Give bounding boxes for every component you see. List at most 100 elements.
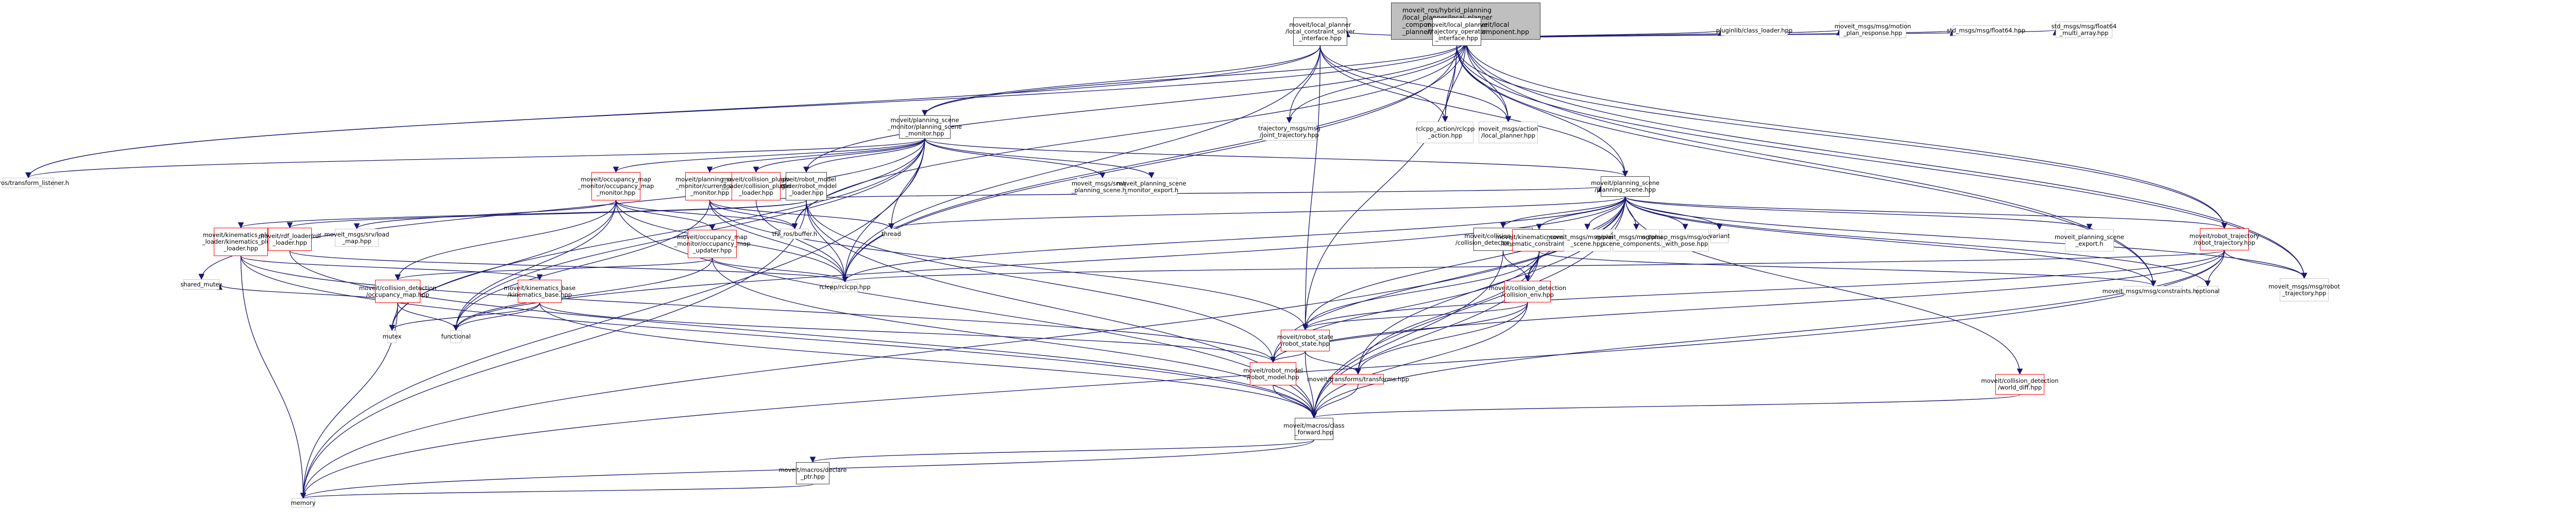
edge-ps-to-pscmsg — [1624, 196, 1639, 230]
node-buffer[interactable]: tf2_ros/buffer.h — [772, 229, 817, 239]
edge-omm-to-om — [395, 200, 617, 281]
edge-rt-to-rclcpp — [842, 250, 2225, 283]
node-constraints[interactable]: moveit_msgs/msg/constraints.hpp — [2103, 286, 2204, 296]
edge-kb-to-cf — [539, 302, 1317, 419]
node-lp_action[interactable]: moveit_msgs/action /local_planner.hpp — [1479, 122, 1538, 143]
node-transforms[interactable]: moveit/transforms/transforms.hpp — [1307, 374, 1409, 384]
node-kpl[interactable]: moveit/kinematics_plugin _loader/kinemat… — [202, 228, 279, 256]
node-cpl[interactable]: moveit/collision_plugin _loader/collisio… — [722, 172, 790, 200]
node-rt[interactable]: moveit/robot_trajectory /robot_trajector… — [2190, 228, 2259, 250]
edge-ps-to-functional — [453, 196, 1626, 331]
node-mutex[interactable]: mutex — [383, 330, 401, 343]
node-loadmap[interactable]: moveit_msgs/srv/load _map.hpp — [325, 229, 389, 247]
node-label: octomap_msgs/msg/octomap _with_pose.hpp — [1641, 233, 1729, 247]
node-dp[interactable]: moveit/macros/declare _ptr.hpp — [778, 462, 847, 484]
edge-psm-to-cpl — [753, 138, 925, 173]
node-label: moveit/occupancy_map _monitor/occupancy_… — [674, 233, 751, 254]
node-label: moveit_msgs/msg/robot _trajectory.hpp — [2268, 282, 2340, 297]
edge-rs-to-cf — [1304, 351, 1317, 419]
node-rml[interactable]: moveit/robot_model _loader/robot_model _… — [776, 172, 837, 200]
node-pluginlib[interactable]: pluginlib/class_loader.hpp — [1716, 25, 1792, 36]
edge-rml-to-memory — [300, 200, 807, 499]
node-label: moveit/planning_scene _monitor/current_s… — [675, 176, 744, 196]
edge-kc-to-transforms — [1355, 251, 1540, 375]
node-csm[interactable]: moveit/planning_scene _monitor/current_s… — [675, 172, 744, 200]
edge-root-to-rclcpp — [842, 39, 1466, 283]
node-label: moveit/kinematic_constraints /kinematic_… — [1495, 233, 1583, 247]
edge-toi-to-rclcpp — [842, 45, 1458, 283]
edge-root-to-lp_action — [1465, 39, 1512, 123]
edge-lcsi-to-tf_listener — [25, 45, 1321, 179]
node-cf[interactable]: moveit/macros/class _forward.hpp — [1283, 418, 1345, 440]
node-rclcpp[interactable]: rclcpp/rclcpp.hpp — [819, 282, 871, 292]
edge-wd-to-cf — [1311, 394, 2021, 419]
edge-rml-to-kpl — [238, 200, 807, 229]
node-gps[interactable]: moveit_msgs/srv/get _planning_scene.hpp — [1072, 178, 1133, 196]
node-om[interactable]: moveit/collision_detection /occupancy_ma… — [359, 280, 436, 303]
node-memory[interactable]: memory — [291, 498, 316, 507]
node-label: moveit/transforms/transforms.hpp — [1307, 375, 1409, 383]
node-label: moveit/rdf_loader/rdf _loader.hpp — [258, 232, 321, 246]
node-rdf[interactable]: moveit/rdf_loader/rdf _loader.hpp — [259, 228, 321, 251]
node-rtmsg[interactable]: moveit_msgs/msg/robot _trajectory.hpp — [2268, 278, 2340, 301]
node-omu[interactable]: moveit/occupancy_map _monitor/occupancy_… — [674, 230, 750, 258]
node-shared_mutex[interactable]: shared_mutex — [180, 279, 223, 290]
node-label: moveit_msgs/msg/planning _scene.hpp — [1546, 233, 1629, 247]
edge-omm-to-loadmap — [353, 200, 617, 230]
node-f64ma[interactable]: std_msgs/msg/float64 _multi_array.hpp — [2052, 22, 2116, 38]
node-variant[interactable]: variant — [1709, 229, 1730, 243]
edge-csm-to-thread — [709, 200, 894, 230]
node-kb[interactable]: moveit/kinematics_base /kinematics_base.… — [504, 280, 575, 303]
edge-rdf-to-cf — [289, 250, 1317, 419]
node-kc[interactable]: moveit/kinematic_constraints /kinematic_… — [1496, 229, 1583, 251]
node-jt[interactable]: trajectory_msgs/msg /joint_trajectory.hp… — [1258, 123, 1320, 141]
node-label: moveit/robot_model _loader/robot_model _… — [776, 176, 837, 196]
edge-root-to-rml — [803, 39, 1466, 173]
node-mpr[interactable]: moveit_msgs/msg/motion _plan_response.hp… — [1835, 22, 1911, 38]
node-thread[interactable]: thread — [882, 229, 901, 239]
edge-root-to-rtmsg — [1465, 39, 2308, 279]
edge-omu-to-functional — [453, 258, 713, 331]
edge-rt-to-rtmsg — [2224, 250, 2308, 279]
edge-om-to-functional — [397, 302, 459, 331]
edge-cpl-to-rclcpp — [755, 200, 848, 283]
node-label: std_msgs/msg/float64.hpp — [1946, 26, 2026, 34]
node-label: moveit/kinematics_base /kinematics_base.… — [503, 284, 576, 298]
node-lcsi[interactable]: moveit/local_planner /local_constraint_s… — [1285, 18, 1355, 46]
node-label: moveit_msgs/srv/get _planning_scene.hpp — [1071, 179, 1134, 194]
node-pscmsg[interactable]: moveit_msgs/msg/planning _scene_componen… — [1596, 229, 1677, 251]
edge-rml-to-rm — [806, 200, 1276, 363]
edge-omu-to-om — [395, 258, 713, 281]
edge-psm-to-rml — [803, 138, 925, 173]
node-pse[interactable]: moveit_planning_scene _export.h — [2055, 229, 2124, 251]
node-toi[interactable]: moveit/local_planner /trajectory_operato… — [1426, 18, 1488, 46]
edge-rt-to-cf — [1311, 250, 2225, 419]
edge-kc-to-constraints — [1538, 251, 2156, 287]
node-omm[interactable]: moveit/occupancy_map _monitor/occupancy_… — [578, 172, 654, 200]
node-f64[interactable]: std_msgs/msg/float64.hpp — [1947, 25, 2025, 36]
edge-lcsi-to-lp_action — [1319, 45, 1512, 123]
node-psm[interactable]: moveit/planning_scene _monitor/planning_… — [888, 115, 962, 139]
edge-rt-to-rs — [1302, 250, 2225, 331]
node-tf_listener[interactable]: tf2_ros/transform_listener.h — [0, 178, 69, 188]
node-label: moveit_msgs/msg/planning _scene_componen… — [1595, 233, 1677, 247]
node-optional[interactable]: optional — [2196, 286, 2219, 296]
node-functional[interactable]: functional — [441, 330, 471, 343]
node-ps[interactable]: moveit/planning_scene /planning_scene.hp… — [1591, 176, 1659, 197]
node-ce[interactable]: moveit/collision_detection /collision_en… — [1489, 281, 1566, 302]
node-label: moveit/collision_detection /collision_en… — [1488, 284, 1567, 298]
node-label: moveit_msgs/action /local_planner.hpp — [1478, 125, 1538, 139]
node-rclcpp_action[interactable]: rclcpp_action/rclcpp _action.hpp — [1416, 122, 1475, 143]
edge-csm-to-rs — [709, 200, 1309, 331]
edge-kpl-to-cf — [240, 256, 1317, 419]
edge-ce-to-transforms — [1355, 302, 1528, 375]
edge-rdf-to-rclcpp — [289, 250, 848, 283]
edge-kc-to-rs — [1302, 251, 1540, 331]
node-wd[interactable]: moveit/collision_detection /world_diff.h… — [1981, 374, 2059, 395]
node-rm[interactable]: moveit/robot_model /robot_model.hpp — [1243, 362, 1303, 385]
node-octo[interactable]: octomap_msgs/msg/octomap _with_pose.hpp — [1641, 229, 1729, 251]
node-psme[interactable]: moveit_planning_scene _monitor_export.h — [1117, 178, 1187, 196]
edge-psm-to-tf_listener — [25, 138, 925, 179]
node-psmsg[interactable]: moveit_msgs/msg/planning _scene.hpp — [1547, 229, 1628, 251]
node-rs[interactable]: moveit/robot_state /robot_state.hpp — [1277, 330, 1333, 351]
